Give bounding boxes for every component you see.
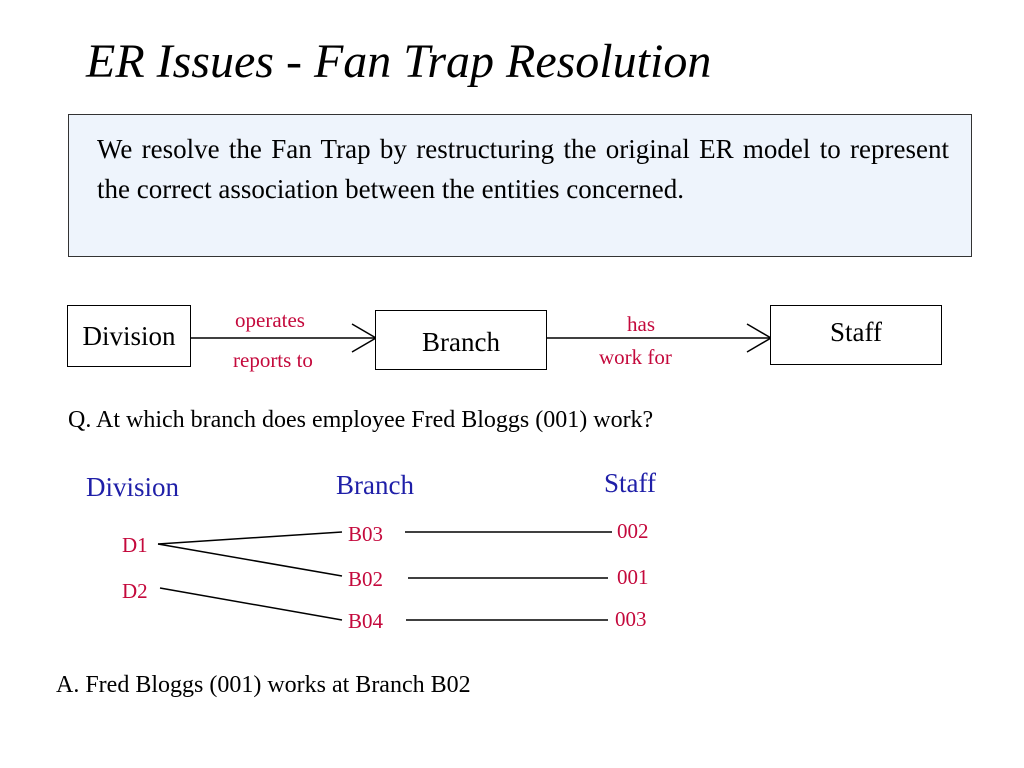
- instance-branch-b04: B04: [348, 609, 384, 633]
- instance-branch-b02: B02: [348, 567, 384, 591]
- relationship-label-has: has: [627, 312, 655, 336]
- answer-text: A. Fred Bloggs (001) works at Branch B02: [56, 672, 471, 698]
- instance-branch-b03: B03: [348, 522, 384, 546]
- instance-link-d1-b03: [157, 531, 343, 545]
- entity-branch-label: Branch: [422, 326, 500, 357]
- instance-staff-003: 003: [615, 607, 647, 631]
- question-text: Q. At which branch does employee Fred Bl…: [68, 407, 654, 433]
- relationship-label-work-for: work for: [599, 345, 672, 369]
- entity-division: Division: [67, 305, 191, 367]
- instance-staff-001: 001: [617, 565, 649, 589]
- instance-header-branch: Branch: [336, 470, 414, 500]
- entity-staff: Staff: [770, 305, 942, 365]
- entity-branch: Branch: [375, 310, 547, 370]
- explanation-callout: We resolve the Fan Trap by restructuring…: [68, 114, 972, 257]
- slide-title: ER Issues - Fan Trap Resolution: [86, 35, 712, 88]
- instance-division-d2: D2: [122, 579, 148, 603]
- callout-text: We resolve the Fan Trap by restructuring…: [97, 134, 949, 204]
- relationship-label-reports-to: reports to: [233, 348, 313, 372]
- entity-division-label: Division: [82, 320, 176, 351]
- instance-link-d1-b02: [157, 543, 343, 577]
- instance-staff-002: 002: [617, 519, 649, 543]
- instance-header-division: Division: [86, 472, 180, 502]
- relationship-label-operates: operates: [235, 308, 305, 332]
- entity-staff-label: Staff: [830, 316, 882, 347]
- instance-header-staff: Staff: [604, 468, 656, 498]
- instance-division-d1: D1: [122, 533, 148, 557]
- instance-link-d2-b04: [159, 587, 343, 621]
